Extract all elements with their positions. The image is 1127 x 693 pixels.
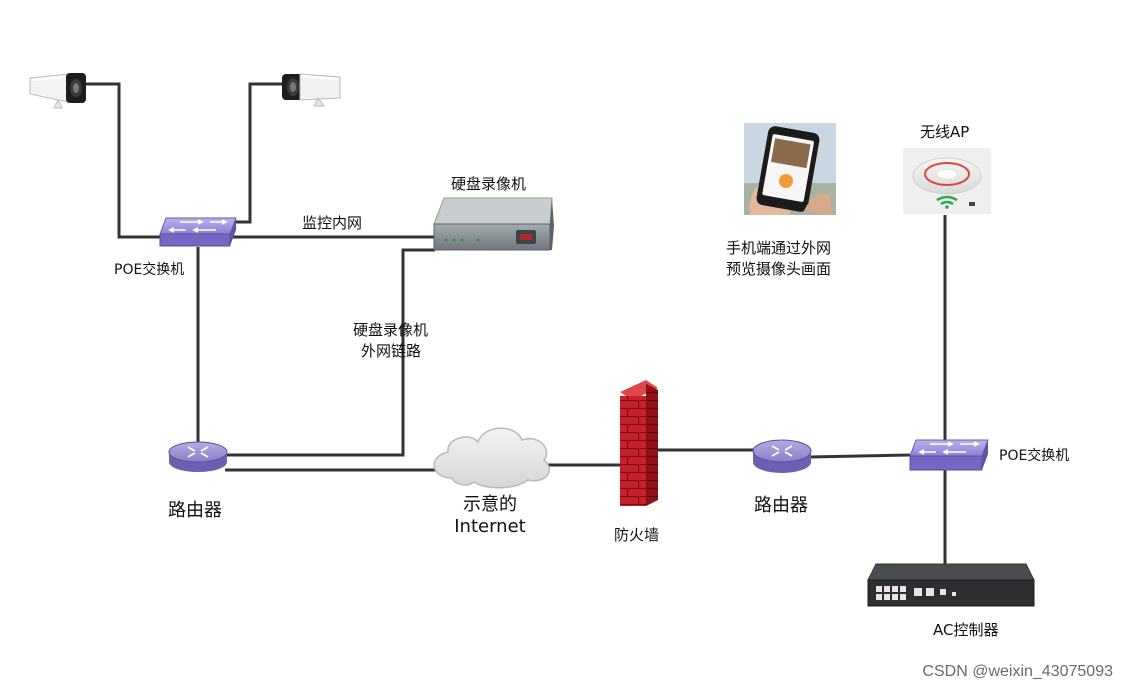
nvr-wan-label-line2: 外网链路 xyxy=(361,342,422,360)
firewall-label: 防火墙 xyxy=(614,526,660,544)
lan-label: 监控内网 xyxy=(302,214,363,232)
bullet-camera-icon xyxy=(29,73,86,109)
nvr-wan-label-line1: 硬盘录像机 xyxy=(353,321,429,339)
internet-cloud-icon xyxy=(433,427,550,489)
ac-controller-label: AC控制器 xyxy=(933,621,999,639)
link-camera1-switch xyxy=(86,82,162,239)
link-nvr-router-wan xyxy=(225,248,435,457)
poe-switch-right xyxy=(909,439,989,471)
nvr-label: 硬盘录像机 xyxy=(451,175,527,193)
mobile-label-line2: 预览摄像头画面 xyxy=(726,260,832,278)
router-right-label: 路由器 xyxy=(754,495,808,516)
wireless-ap-icon xyxy=(903,148,991,214)
router-right xyxy=(752,439,812,473)
link-camera2-switch xyxy=(232,82,282,224)
poe-switch-left xyxy=(159,217,237,247)
poe-switch-left-label: POE交换机 xyxy=(114,262,185,278)
ap-label: 无线AP xyxy=(920,123,970,141)
link-router-switch xyxy=(809,453,911,459)
firewall-icon xyxy=(620,380,658,506)
ac-controller-icon xyxy=(867,563,1035,607)
router-left-label: 路由器 xyxy=(168,500,222,521)
connection-lines xyxy=(86,82,947,565)
internet-label-line2: Internet xyxy=(454,516,526,537)
bullet-camera-icon xyxy=(282,73,341,107)
smartphone-icon xyxy=(744,123,836,215)
mobile-label-line1: 手机端通过外网 xyxy=(726,239,832,257)
poe-switch-right-label: POE交换机 xyxy=(999,448,1070,464)
router-left xyxy=(168,441,228,472)
watermark: CSDN @weixin_43075093 xyxy=(922,663,1113,680)
nvr-recorder-icon xyxy=(433,197,554,251)
internet-label-line1: 示意的 xyxy=(463,494,517,515)
